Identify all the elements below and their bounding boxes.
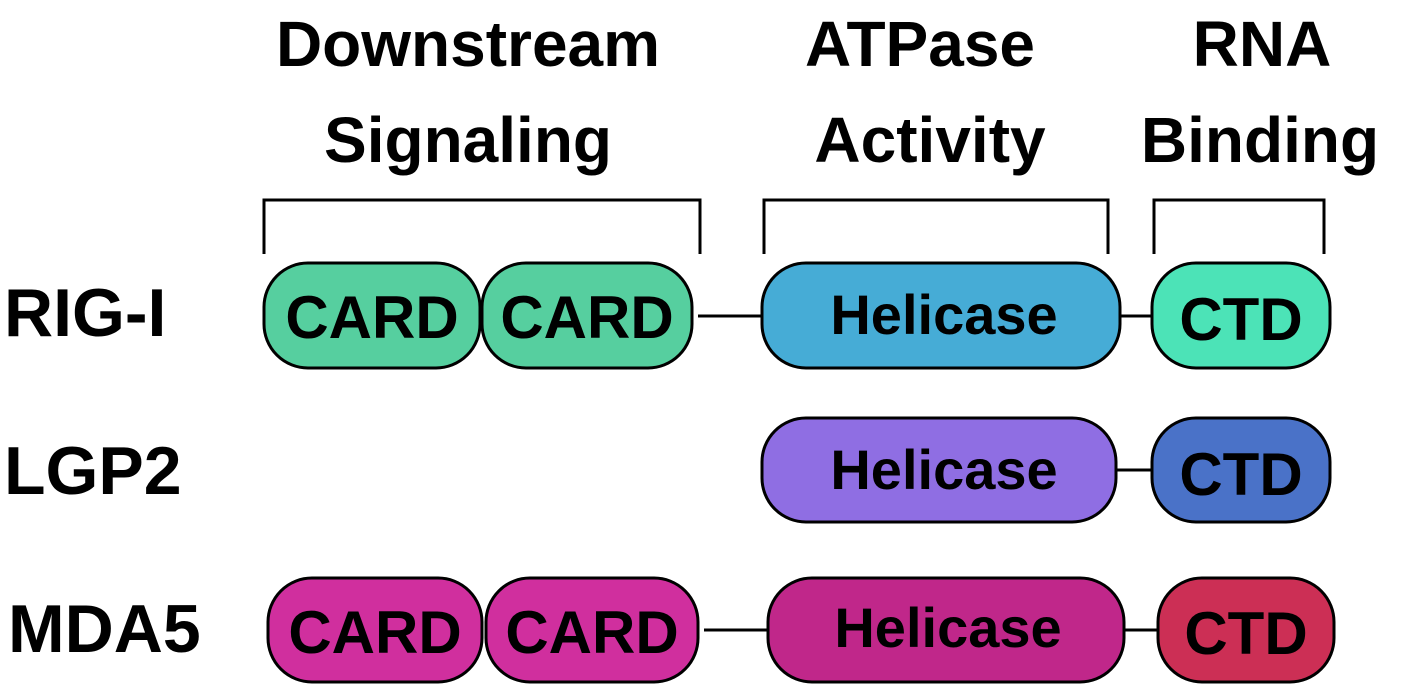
card-domain-2 — [480, 261, 694, 370]
row-rig-i: RIG-I CARD CARD Helicase CTD — [4, 261, 1332, 370]
header-downstream-line1: Downstream — [276, 8, 660, 80]
ctd-domain-label: CTD — [1179, 286, 1302, 353]
helicase-domain — [760, 261, 1122, 370]
helicase-domain — [766, 576, 1126, 684]
header-downstream-signaling: Downstream Signaling — [276, 8, 660, 176]
ctd-domain — [1150, 261, 1332, 370]
header-downstream-line2: Signaling — [324, 104, 612, 176]
helicase-domain — [760, 416, 1118, 524]
card-domain-label: CARD — [505, 599, 678, 666]
row-label-mda5: MDA5 — [8, 591, 201, 667]
bracket-atpase — [762, 198, 1110, 254]
card-domain-1 — [266, 576, 484, 684]
header-rna-line1: RNA — [1193, 8, 1332, 80]
card-domain-label: CARD — [285, 284, 458, 351]
helicase-domain-label: Helicase — [834, 596, 1061, 659]
row-mda5: MDA5 CARD CARD Helicase CTD — [8, 576, 1336, 684]
helicase-domain-label: Helicase — [830, 438, 1057, 501]
row-lgp2: LGP2 Helicase CTD — [4, 416, 1332, 524]
card-domain-label: CARD — [288, 599, 461, 666]
ctd-domain-label: CTD — [1179, 441, 1302, 508]
card-domain-1 — [262, 261, 482, 370]
row-label-lgp2: LGP2 — [4, 433, 182, 509]
header-rna-line2: Binding — [1141, 104, 1379, 176]
ctd-domain — [1156, 576, 1336, 684]
card-domain-label: CARD — [500, 284, 673, 351]
card-domain-2 — [484, 576, 700, 684]
header-atpase-activity: ATPase Activity — [805, 8, 1046, 176]
row-label-rig-i: RIG-I — [4, 275, 166, 351]
helicase-domain-label: Helicase — [830, 283, 1057, 346]
header-atpase-line2: Activity — [814, 104, 1046, 176]
bracket-downstream — [262, 198, 702, 254]
ctd-domain-label: CTD — [1184, 600, 1307, 667]
bracket-rna — [1152, 198, 1326, 254]
header-rna-binding: RNA Binding — [1141, 8, 1379, 176]
ctd-domain — [1150, 416, 1332, 524]
header-atpase-line1: ATPase — [805, 8, 1035, 80]
